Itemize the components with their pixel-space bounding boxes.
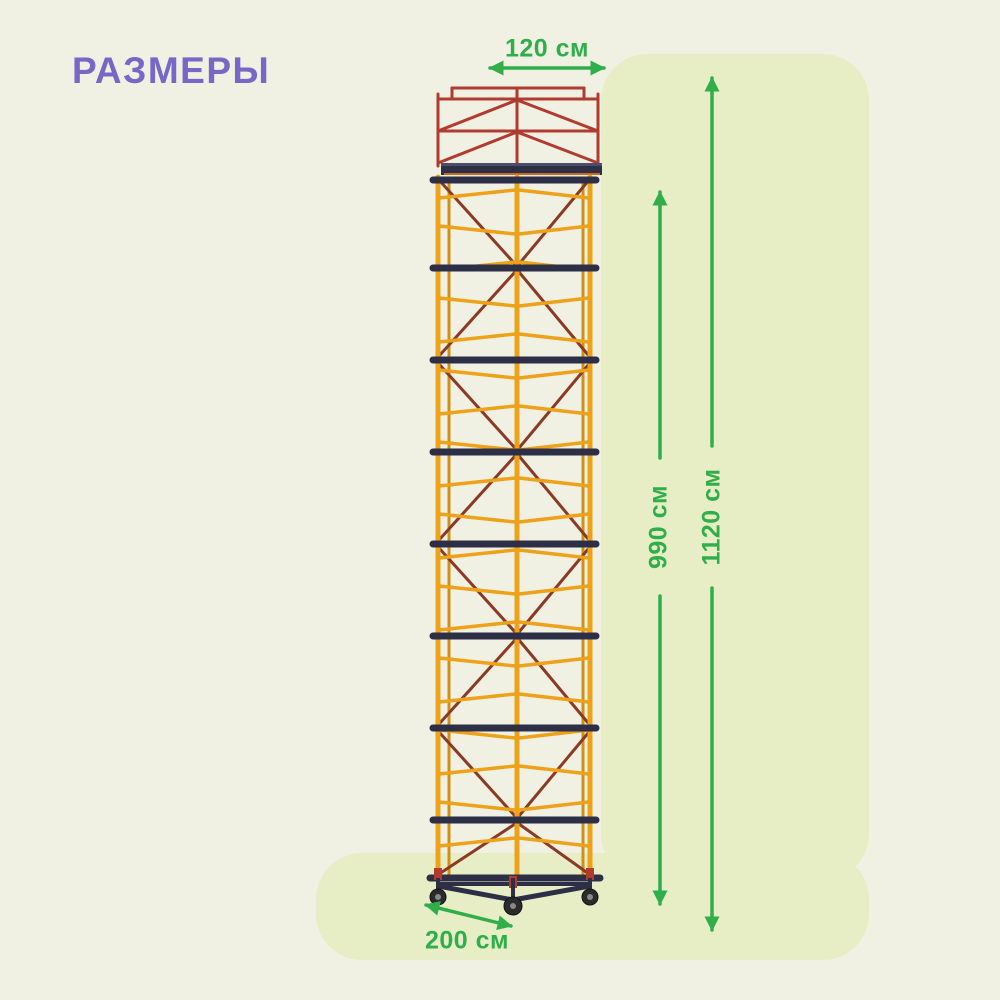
tower-frame bbox=[426, 174, 604, 882]
highlight-panel-vertical bbox=[601, 54, 869, 880]
dimension-label-total-height: 1120 см bbox=[697, 468, 726, 566]
guard-rail-section bbox=[436, 86, 600, 168]
page-title: РАЗМЕРЫ bbox=[72, 50, 271, 91]
platform bbox=[441, 163, 602, 175]
dimension-label-base-depth: 200 см bbox=[424, 926, 510, 955]
highlight-panel-bottom bbox=[316, 853, 869, 960]
dimension-label-top-width: 120 см bbox=[504, 34, 590, 63]
dimension-label-frame-height: 990 см bbox=[644, 484, 673, 570]
